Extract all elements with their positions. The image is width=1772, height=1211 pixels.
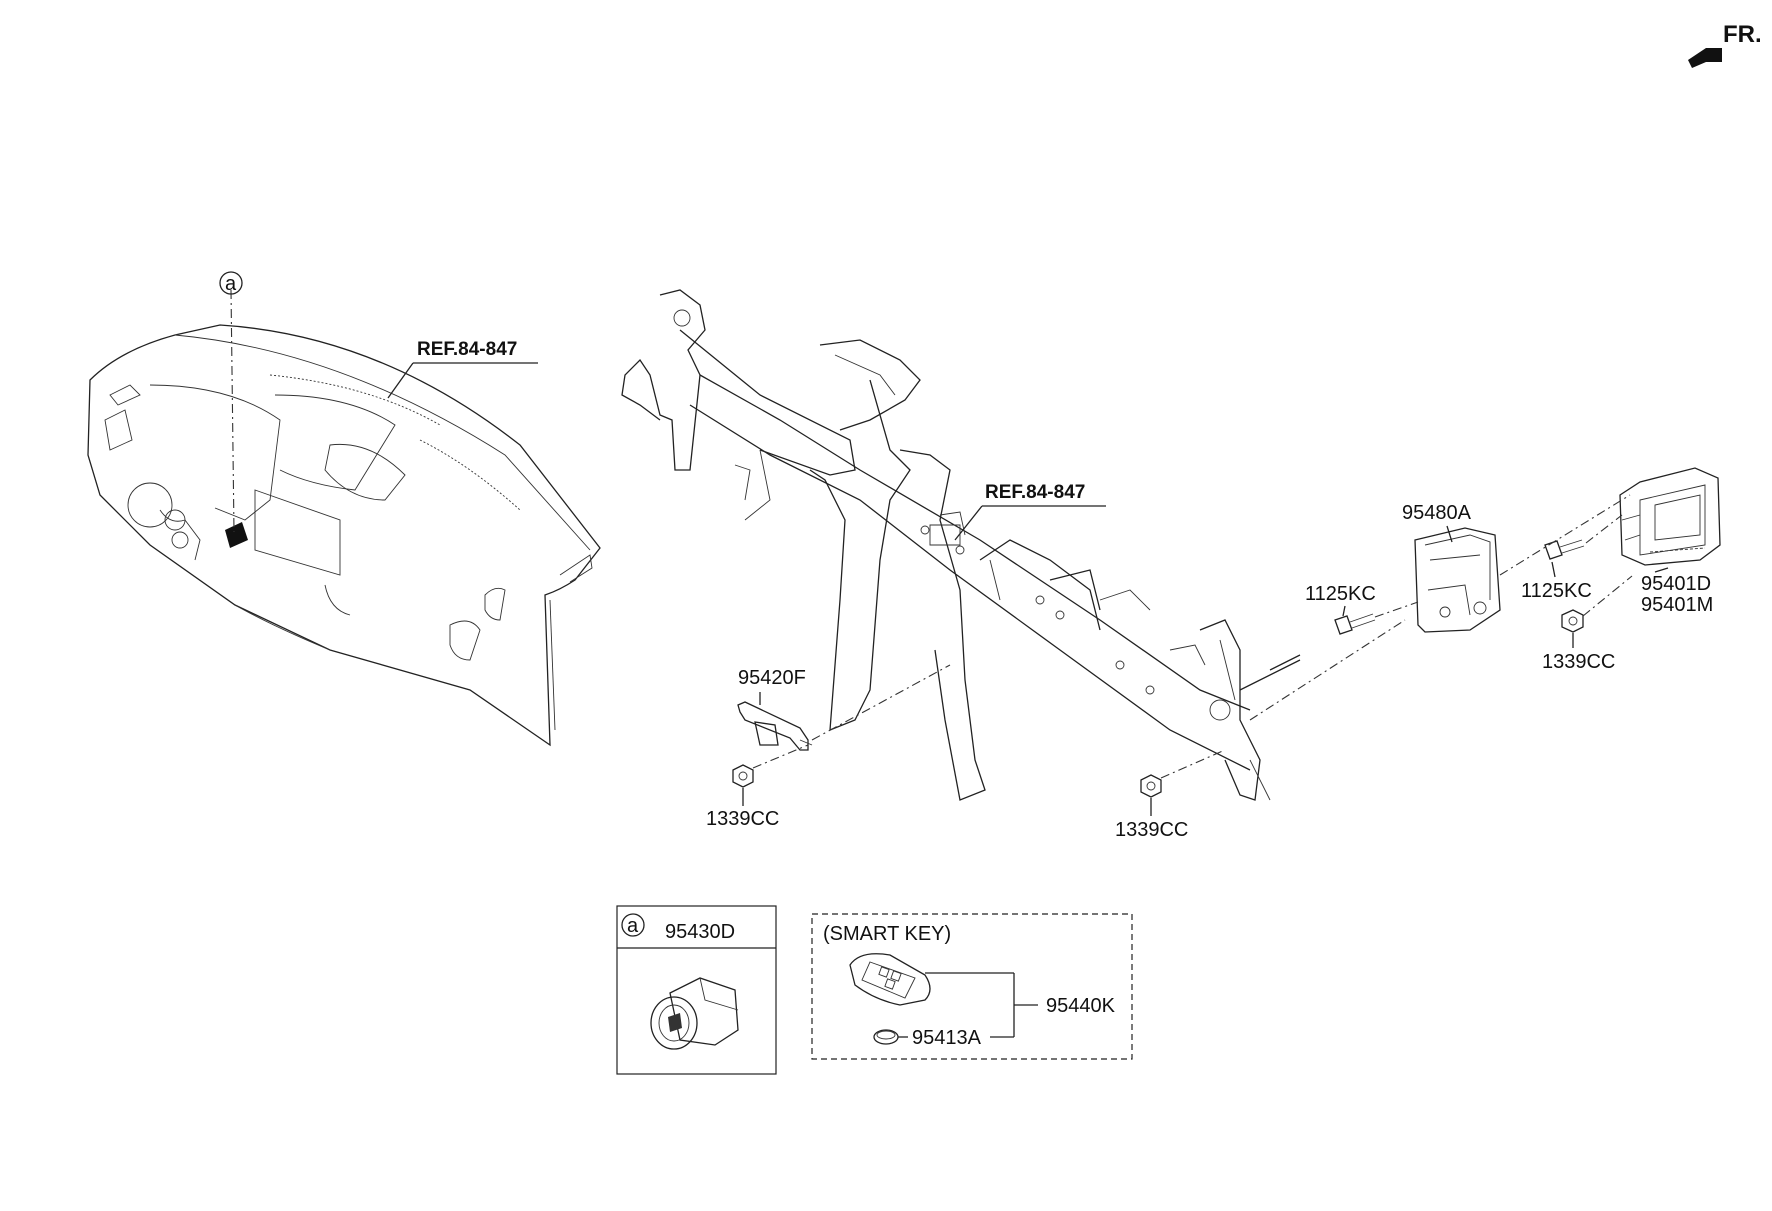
callout-a-letter: a (225, 273, 237, 295)
smart-key-fob-icon (849, 953, 931, 1006)
part-label-95420F: 95420F (738, 667, 806, 689)
ref-label-dashboard: REF.84-847 (417, 339, 517, 360)
inset-smart-key: (SMART KEY) 95440K 95413A (811, 913, 1133, 1060)
nut-1339CC-left-icon (732, 764, 754, 788)
front-direction-indicator: FR. (1688, 21, 1762, 68)
bolt-1125KC-left-icon (1334, 613, 1376, 635)
part-label-95401D: 95401D (1641, 573, 1711, 595)
bolt-1125KC-right-icon (1544, 539, 1585, 560)
module-95401-illustration (1619, 467, 1721, 566)
part-label-95480A: 95480A (1402, 502, 1472, 524)
part-label-1125KC-right: 1125KC (1521, 580, 1592, 602)
smart-key-title: (SMART KEY) (823, 923, 951, 945)
part-label-95430D: 95430D (665, 921, 735, 943)
part-label-95413A: 95413A (912, 1027, 982, 1049)
ref-label-crossbar: REF.84-847 (985, 482, 1085, 503)
module-95480A-illustration (1414, 527, 1501, 633)
inset-start-button: a 95430D (616, 905, 777, 1075)
dashboard-illustration (87, 324, 601, 747)
nut-1339CC-mid-icon (1140, 774, 1162, 798)
front-arrow-icon (1688, 48, 1722, 68)
bracket-95420F-illustration (737, 701, 813, 751)
part-label-95440K: 95440K (1046, 995, 1116, 1017)
callout-a-circle (219, 271, 243, 295)
nut-1339CC-right-icon (1561, 609, 1584, 633)
cowl-cross-bar-illustration (621, 289, 1301, 801)
coin-battery-icon (873, 1029, 899, 1045)
part-label-95401M: 95401M (1641, 594, 1713, 616)
part-label-1339CC-left: 1339CC (706, 808, 779, 830)
start-stop-button-icon (650, 977, 739, 1050)
part-label-1125KC-left: 1125KC (1305, 583, 1376, 605)
part-label-1339CC-mid: 1339CC (1115, 819, 1188, 841)
front-direction-label: FR. (1723, 21, 1762, 48)
inset-callout-a-letter: a (627, 915, 639, 937)
part-label-1339CC-right: 1339CC (1542, 651, 1615, 673)
inset-callout-a-circle (621, 913, 645, 937)
